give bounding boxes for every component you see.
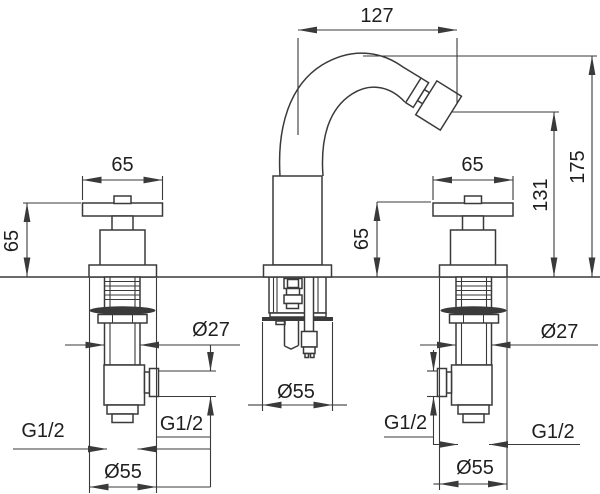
label-shank-dia-right: Ø27	[541, 321, 579, 343]
left-handle-knob	[113, 195, 132, 205]
label-spout-reach: 127	[360, 5, 393, 27]
aerator-outlet	[404, 76, 463, 132]
label-handle-width-left: 65	[111, 154, 133, 176]
label-outlet-thread-left: G1/2	[21, 420, 64, 442]
dimension-side-thread-left-g12	[157, 345, 216, 487]
label-base-dia-left: Ø55	[104, 461, 142, 483]
left-nut	[97, 313, 148, 324]
dimension-handle-width-left-65	[81, 176, 164, 200]
dimension-base-dia-right-55	[433, 278, 508, 490]
left-handle-bar	[81, 202, 164, 217]
left-washer	[89, 306, 156, 315]
dimension-handle-width-right-65	[432, 176, 514, 200]
dimension-base-dia-center-55	[248, 322, 347, 411]
dimension-outlet-height-131	[452, 111, 559, 277]
right-washer	[440, 306, 507, 315]
left-valve-block	[103, 364, 146, 406]
label-handle-width-right: 65	[461, 154, 483, 176]
dimension-deck-height-center-65	[373, 201, 431, 277]
dimension-labels: 127 175 131 65 65 65 65 Ø27 Ø27 Ø55 Ø55 …	[1, 5, 589, 483]
right-valve	[432, 195, 514, 424]
dimension-base-dia-left-55	[88, 278, 211, 493]
label-deck-height-left: 65	[1, 230, 23, 252]
left-thread-ticks	[104, 281, 140, 300]
left-bottom-outlet	[106, 404, 139, 415]
left-valve-body	[99, 229, 146, 267]
spout-tube	[279, 53, 421, 176]
dimension-total-height-175	[363, 55, 597, 277]
left-side-port-cap	[148, 367, 160, 398]
left-valve	[81, 195, 164, 424]
left-flange	[88, 264, 158, 278]
dimension-deck-height-left-65	[23, 202, 81, 277]
spout-flange	[262, 264, 333, 278]
spout-washer	[262, 317, 333, 321]
right-nut	[448, 313, 500, 324]
spout-column	[272, 175, 323, 266]
label-shank-dia-left: Ø27	[192, 319, 230, 341]
right-valve-body	[449, 229, 497, 267]
label-base-dia-right: Ø55	[456, 457, 494, 479]
spout-underdeck-assembly	[262, 276, 333, 359]
label-side-thread-left: G1/2	[160, 413, 203, 435]
label-outlet-height: 131	[530, 178, 552, 211]
right-flange	[438, 264, 508, 278]
label-total-height: 175	[567, 150, 589, 183]
center-spout-unit	[262, 52, 463, 359]
right-handle-bar	[432, 202, 514, 217]
dimension-side-thread-right-g12	[384, 350, 438, 445]
label-outlet-thread-right: G1/2	[531, 421, 574, 443]
label-side-thread-right: G1/2	[384, 412, 427, 434]
right-bottom-outlet	[457, 404, 490, 415]
dimension-spout-reach-127	[297, 26, 458, 135]
right-handle-knob	[463, 195, 483, 205]
right-valve-block	[450, 364, 493, 406]
right-thread-ticks	[456, 281, 492, 300]
label-base-dia-center: Ø55	[277, 381, 315, 403]
label-deck-height-center: 65	[351, 228, 373, 250]
right-side-port-cap	[436, 367, 448, 398]
